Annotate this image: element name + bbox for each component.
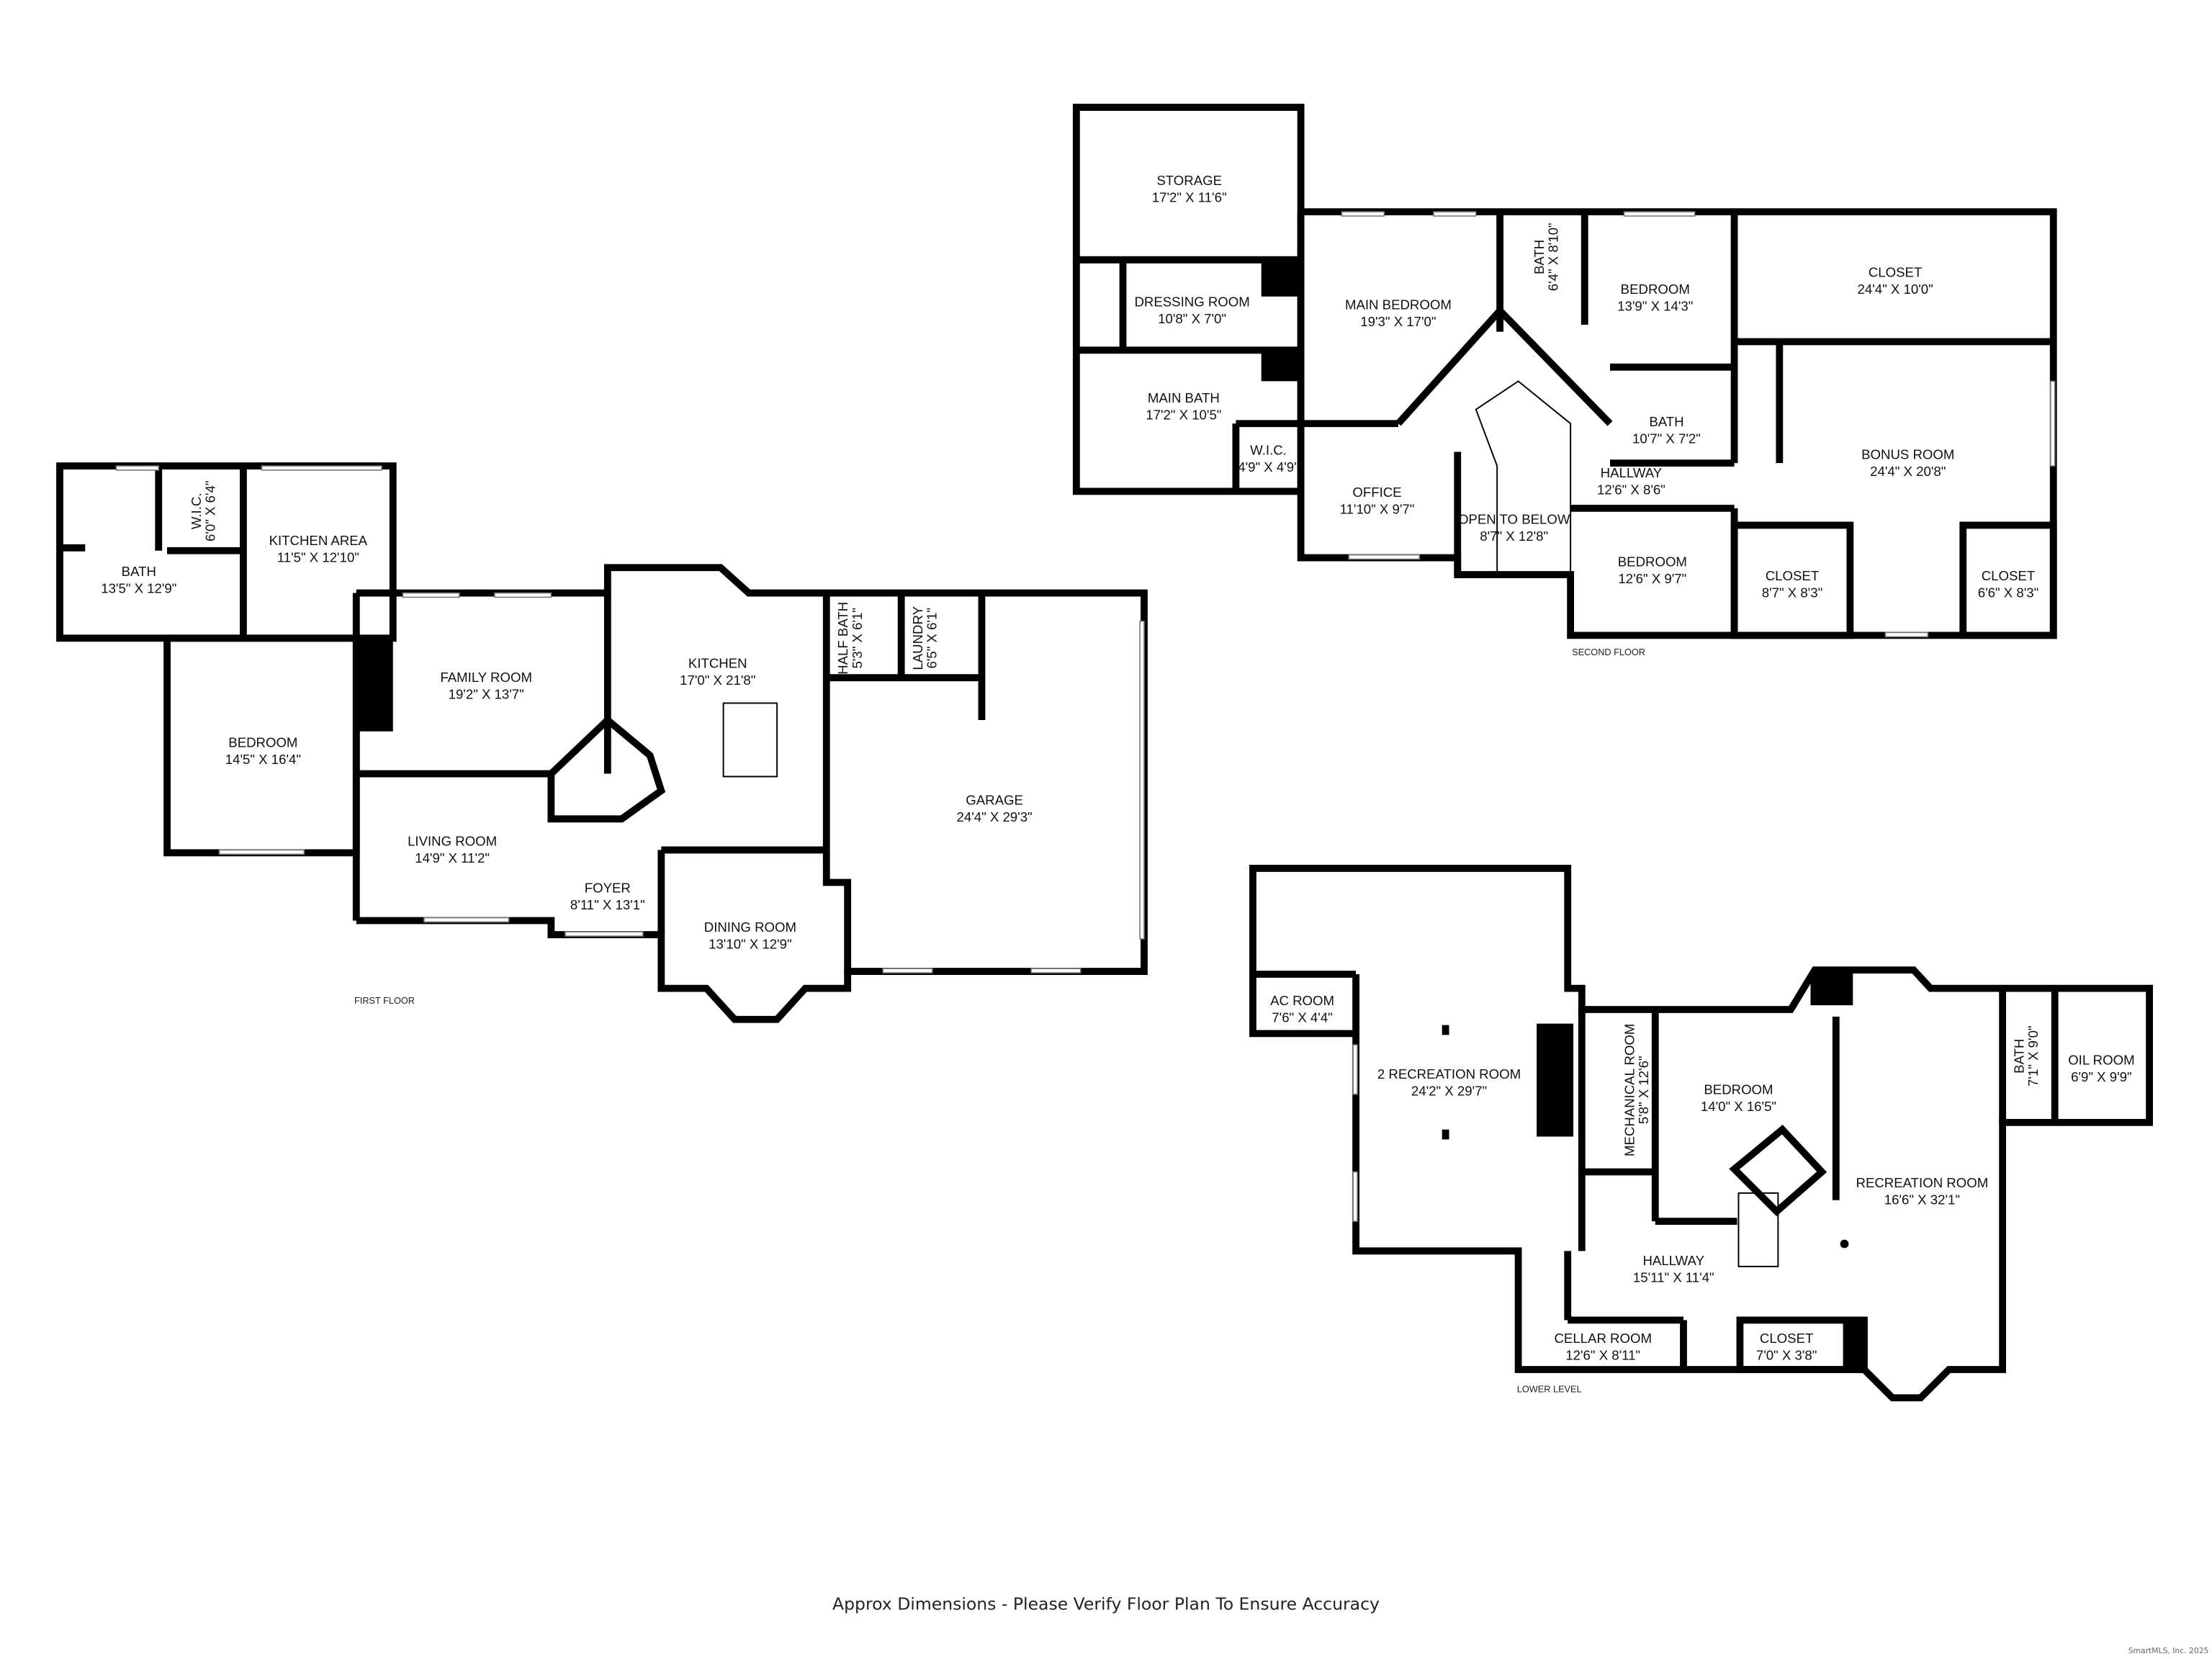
room-label-bath-upper: BATH6'4" X 8'10" [1532, 222, 1561, 291]
room-label-wic: W.I.C.4'9" X 4'9" [1238, 442, 1298, 475]
lower-level-title: LOWER LEVEL [1517, 1383, 1582, 1394]
room-label-laundry: LAUNDRY6'5" X 6'1" [910, 606, 940, 670]
room-label-bath: BATH7'1" X 9'0" [2012, 1025, 2041, 1086]
room-label-half-bath: HALF BATH5'3" X 6'1" [835, 602, 865, 675]
second-floor-title: SECOND FLOOR [1572, 647, 1645, 657]
first-floor-title: FIRST FLOOR [354, 995, 415, 1006]
lower-level-walls [1249, 865, 2153, 1402]
disclaimer-text: Approx Dimensions - Please Verify Floor … [832, 1593, 1380, 1614]
first-floor-walls [56, 462, 1148, 1023]
room-label-wic: W.I.C.6'0" X 6'4" [189, 481, 218, 541]
copyright-text: SmartMLS, Inc. 2025 [2128, 1646, 2209, 1655]
room-label-mechanical-room: MECHANICAL ROOM5'8" X 12'6" [1622, 1024, 1651, 1156]
second-floor-walls [1072, 104, 2057, 639]
